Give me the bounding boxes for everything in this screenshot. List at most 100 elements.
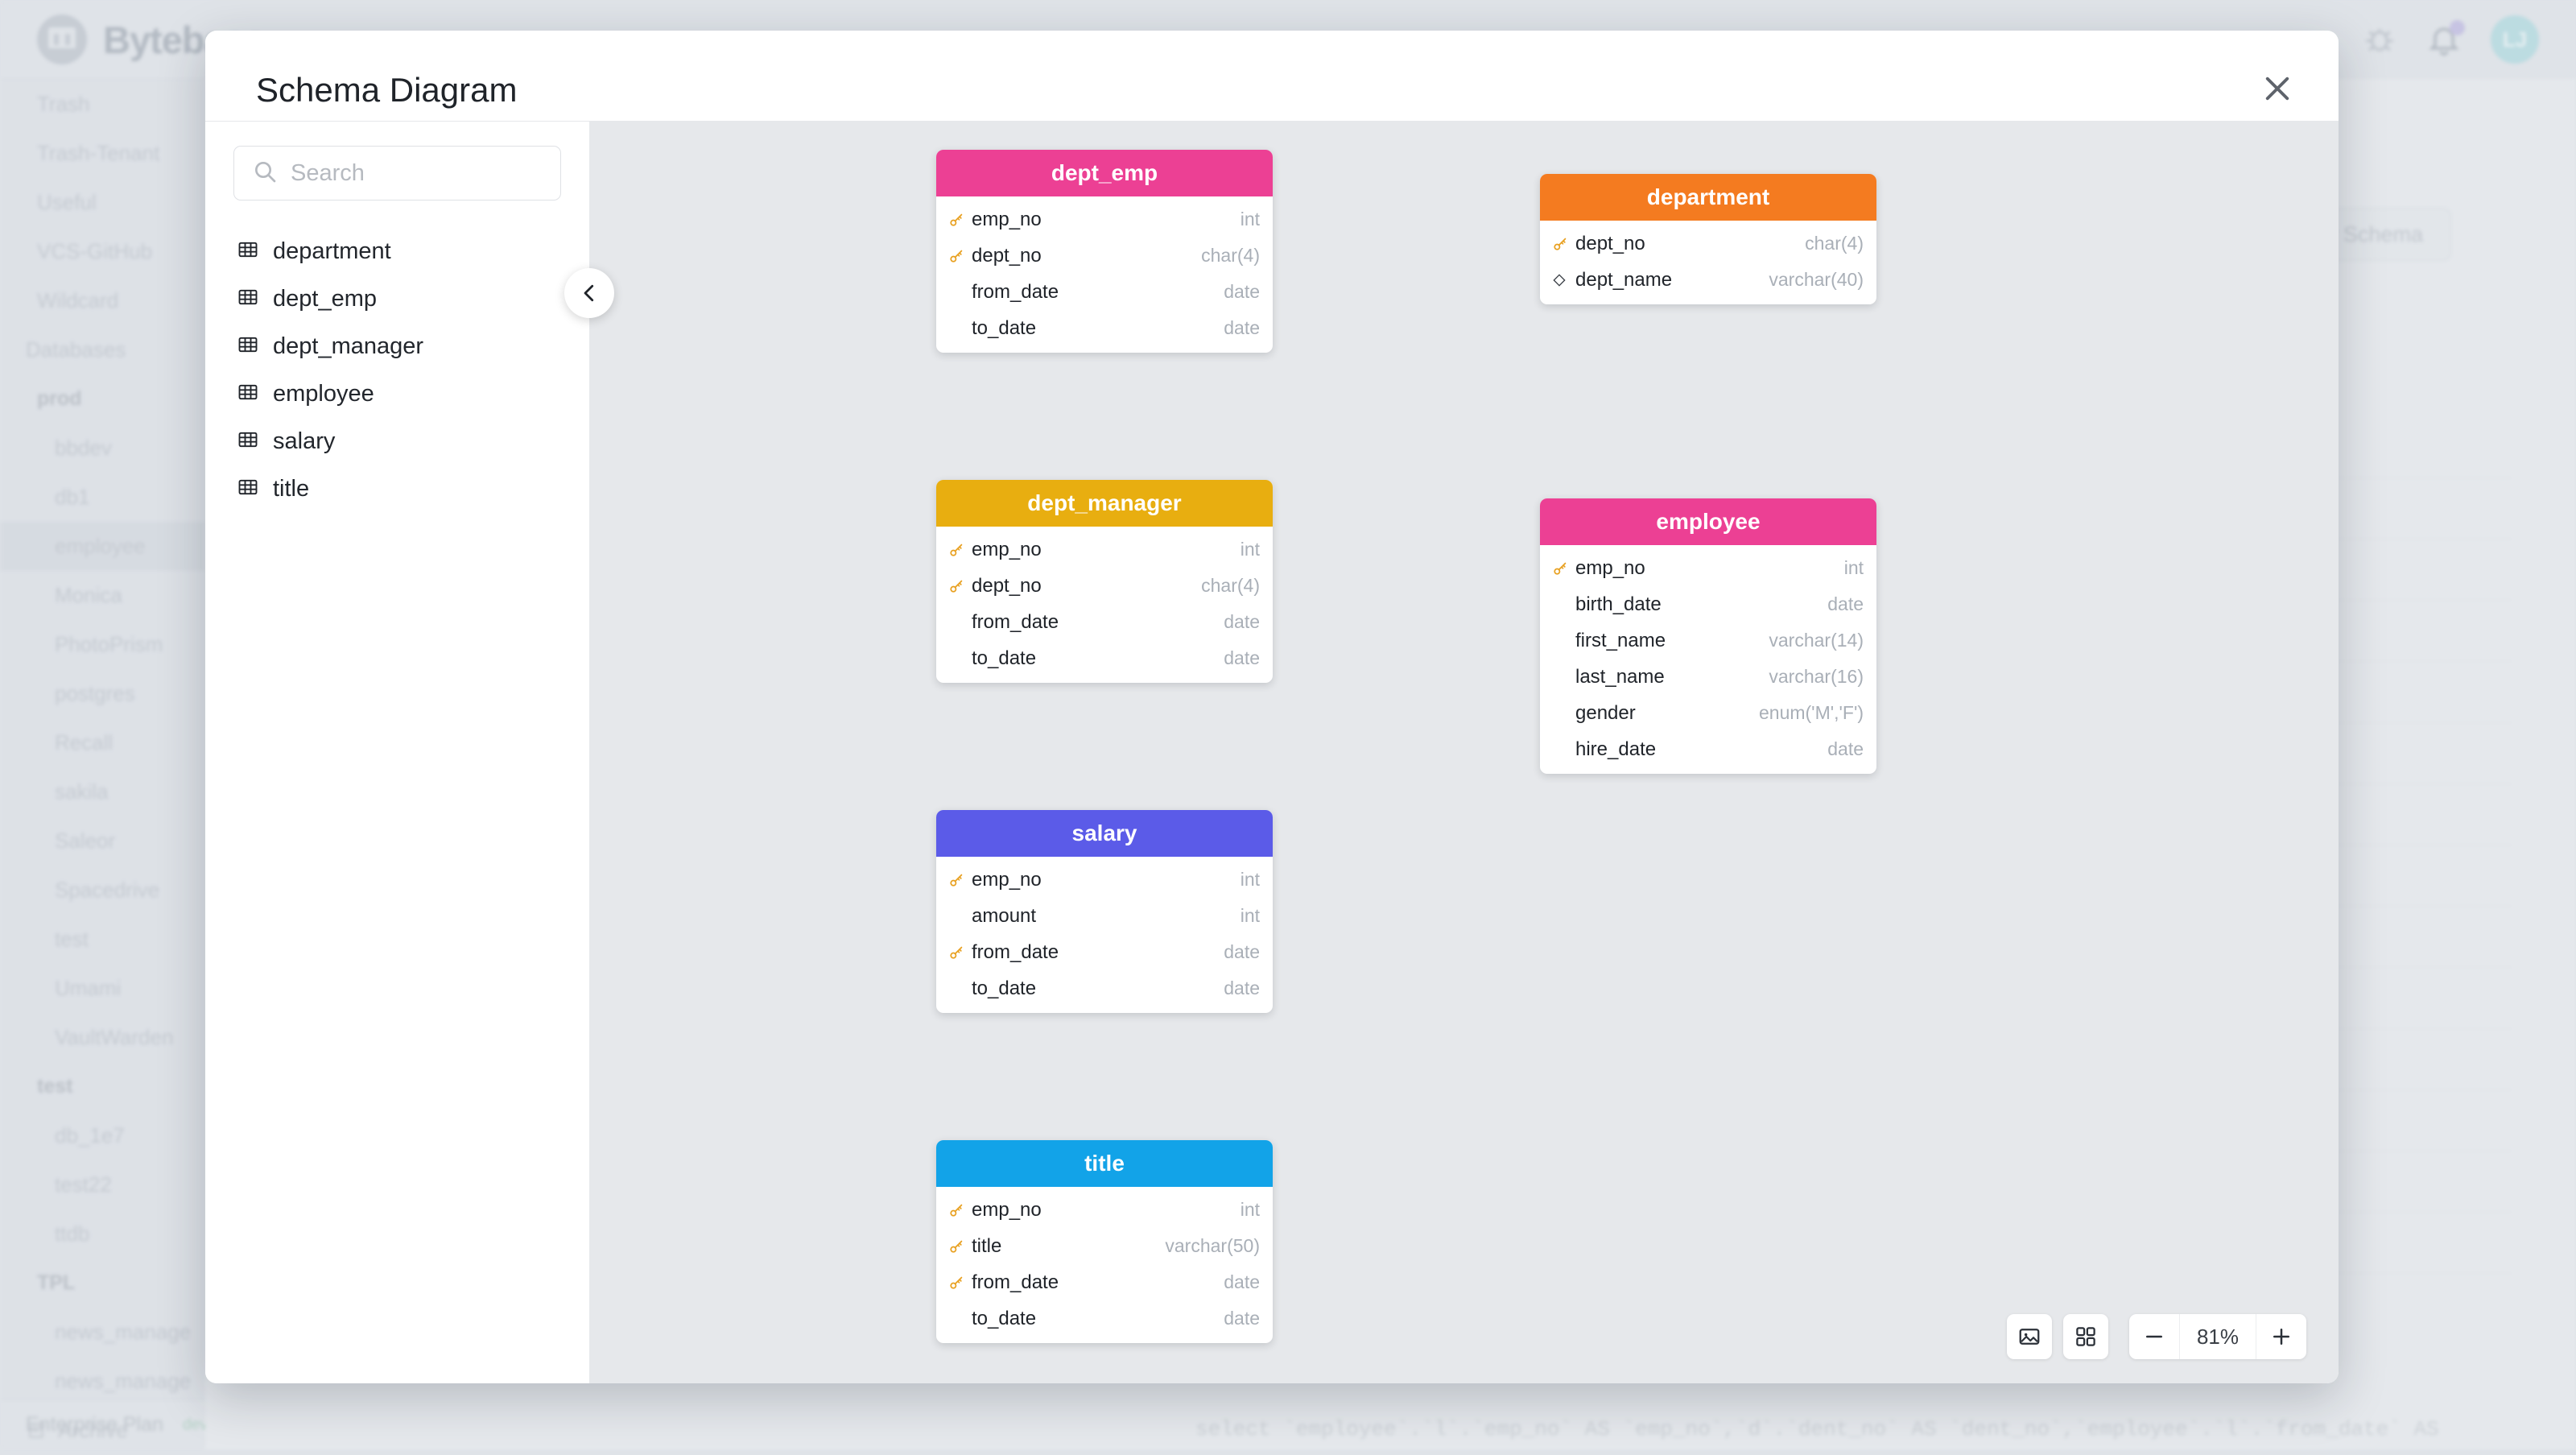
sidebar-item-db1[interactable]: db1 <box>0 473 205 522</box>
bell-icon[interactable] <box>2426 22 2462 57</box>
sidebar-item-vcs-github[interactable]: VCS-GitHub <box>0 227 205 276</box>
table-icon <box>237 333 259 360</box>
zoom-out-button[interactable] <box>2129 1314 2179 1359</box>
column-type: char(4) <box>1201 575 1260 597</box>
sidebar-item-saleor[interactable]: Saleor <box>0 816 205 866</box>
sidebar-item-trash[interactable]: Trash <box>0 80 205 129</box>
zoom-level-label[interactable]: 81% <box>2179 1314 2256 1359</box>
sidebar-item-bbdev[interactable]: bbdev <box>0 424 205 473</box>
sidebar-item-ttdb[interactable]: ttdb <box>0 1209 205 1259</box>
sidebar-item-tpl[interactable]: TPL <box>0 1259 205 1308</box>
sidebar-item-useful[interactable]: Useful <box>0 178 205 227</box>
sidebar-item-spacedrive[interactable]: Spacedrive <box>0 866 205 915</box>
column-name: from_date <box>972 941 1224 964</box>
sidebar-item-recall[interactable]: Recall <box>0 718 205 767</box>
column-type: varchar(16) <box>1769 666 1864 688</box>
key-icon <box>947 247 972 265</box>
sidebar-item-db-1e7[interactable]: db_1e7 <box>0 1111 205 1160</box>
table-node-title: dept_manager <box>1027 490 1181 516</box>
sidebar-item-sakila[interactable]: sakila <box>0 767 205 816</box>
table-icon <box>237 476 259 502</box>
column-type: varchar(40) <box>1769 269 1864 291</box>
table-list-item-dept_emp[interactable]: dept_emp <box>233 275 561 323</box>
table-list-item-title[interactable]: title <box>233 465 561 513</box>
modal-body: departmentdept_empdept_manageremployeesa… <box>205 121 2339 1383</box>
sidebar-item-news-manage[interactable]: news_manage <box>0 1308 205 1357</box>
sidebar-item-trash-tenant[interactable]: Trash-Tenant <box>0 129 205 178</box>
column-type: date <box>1224 317 1260 339</box>
table-list-item-employee[interactable]: employee <box>233 370 561 418</box>
table-node-title: department <box>1647 184 1769 210</box>
sidebar-item-photoprism[interactable]: PhotoPrism <box>0 620 205 669</box>
image-icon[interactable] <box>2007 1314 2052 1359</box>
table-list-item-department[interactable]: department <box>233 228 561 275</box>
avatar[interactable]: LJ <box>2491 15 2539 64</box>
search-box[interactable] <box>233 146 561 200</box>
bug-icon[interactable] <box>2362 22 2397 57</box>
sidebar-item-wildcard[interactable]: Wildcard <box>0 276 205 325</box>
column-name: from_date <box>972 611 1224 634</box>
column-name: from_date <box>972 1271 1224 1294</box>
sidebar-item-monica[interactable]: Monica <box>0 571 205 620</box>
column-name: to_date <box>972 1308 1224 1330</box>
zoom-controls: 81% <box>2129 1314 2306 1359</box>
sidebar-item-test[interactable]: test <box>0 915 205 964</box>
table-node-title: title <box>1084 1151 1125 1176</box>
sidebar-item-test[interactable]: test <box>0 1062 205 1111</box>
key-icon <box>947 871 972 889</box>
column-name: dept_no <box>972 575 1201 597</box>
sidebar-item-test22[interactable]: test22 <box>0 1160 205 1209</box>
table-list-item-dept_manager[interactable]: dept_manager <box>233 323 561 370</box>
table-icon <box>237 238 259 265</box>
sidebar-item-databases[interactable]: Databases <box>0 325 205 374</box>
sidebar-item-postgres[interactable]: postgres <box>0 669 205 718</box>
table-list-item-salary[interactable]: salary <box>233 418 561 465</box>
zoom-in-button[interactable] <box>2256 1314 2306 1359</box>
column-type: date <box>1224 978 1260 999</box>
grid-icon[interactable] <box>2063 1314 2108 1359</box>
sidebar-item-employee[interactable]: employee <box>0 522 205 571</box>
search-input[interactable] <box>291 160 543 187</box>
sidebar-item-umami[interactable]: Umami <box>0 964 205 1013</box>
sidebar-item-news-manage[interactable]: news_manage <box>0 1357 205 1406</box>
close-icon[interactable] <box>2258 69 2297 108</box>
column-name: to_date <box>972 978 1224 1000</box>
sidebar-item-vaultwarden[interactable]: VaultWarden <box>0 1013 205 1062</box>
collapse-panel-button[interactable] <box>564 268 614 318</box>
sidebar-item-prod[interactable]: prod <box>0 374 205 424</box>
